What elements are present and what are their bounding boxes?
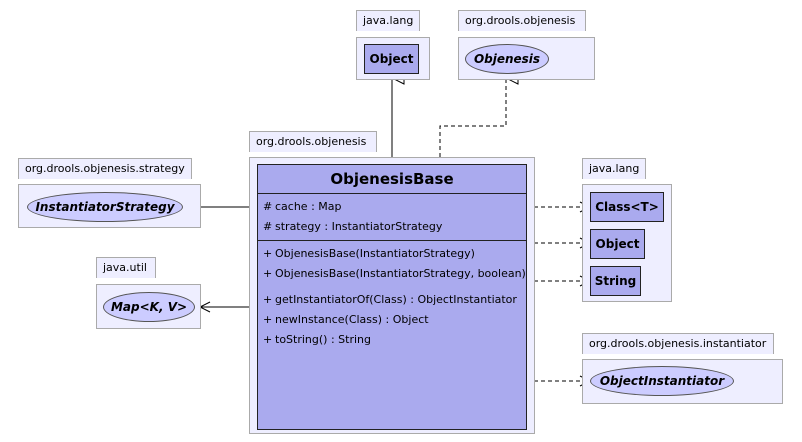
package-instantiator-tab: org.drools.objenesis.instantiator <box>582 333 774 354</box>
method-new-instance: +newInstance(Class) : Object <box>263 313 429 326</box>
method-constructor-1: +ObjenesisBase(InstantiatorStrategy) <box>263 247 475 260</box>
fields-compartment: #cache : Map #strategy : InstantiatorStr… <box>258 194 526 241</box>
implements-objenesis-edge <box>439 78 506 164</box>
field-cache: #cache : Map <box>263 200 342 213</box>
package-java-lang-right-tab: java.lang <box>582 158 646 179</box>
method-to-string: +toString() : String <box>263 333 371 346</box>
package-java-lang-top-tab: java.lang <box>356 10 420 31</box>
class-class-t[interactable]: Class<T> <box>590 192 664 222</box>
class-string[interactable]: String <box>590 266 641 296</box>
class-object-right[interactable]: Object <box>590 229 645 259</box>
package-drools-objenesis-main-tab: org.drools.objenesis <box>249 131 377 152</box>
interface-map[interactable]: Map<K, V> <box>103 292 195 322</box>
methods-compartment: +ObjenesisBase(InstantiatorStrategy) +Ob… <box>258 241 526 350</box>
package-strategy-tab: org.drools.objenesis.strategy <box>18 158 192 179</box>
class-objenesis-base[interactable]: ObjenesisBase #cache : Map #strategy : I… <box>257 164 527 430</box>
package-java-util-tab: java.util <box>96 257 156 278</box>
package-drools-objenesis-top-tab: org.drools.objenesis <box>458 10 586 31</box>
field-strategy: #strategy : InstantiatorStrategy <box>263 220 443 233</box>
interface-instantiator-strategy[interactable]: InstantiatorStrategy <box>27 192 183 222</box>
class-object-top[interactable]: Object <box>364 44 419 74</box>
class-name: ObjenesisBase <box>258 165 526 194</box>
interface-object-instantiator[interactable]: ObjectInstantiator <box>590 366 734 396</box>
method-get-instantiator-of: +getInstantiatorOf(Class) : ObjectInstan… <box>263 293 517 306</box>
method-constructor-2: +ObjenesisBase(InstantiatorStrategy, boo… <box>263 267 526 280</box>
interface-objenesis[interactable]: Objenesis <box>465 44 549 74</box>
